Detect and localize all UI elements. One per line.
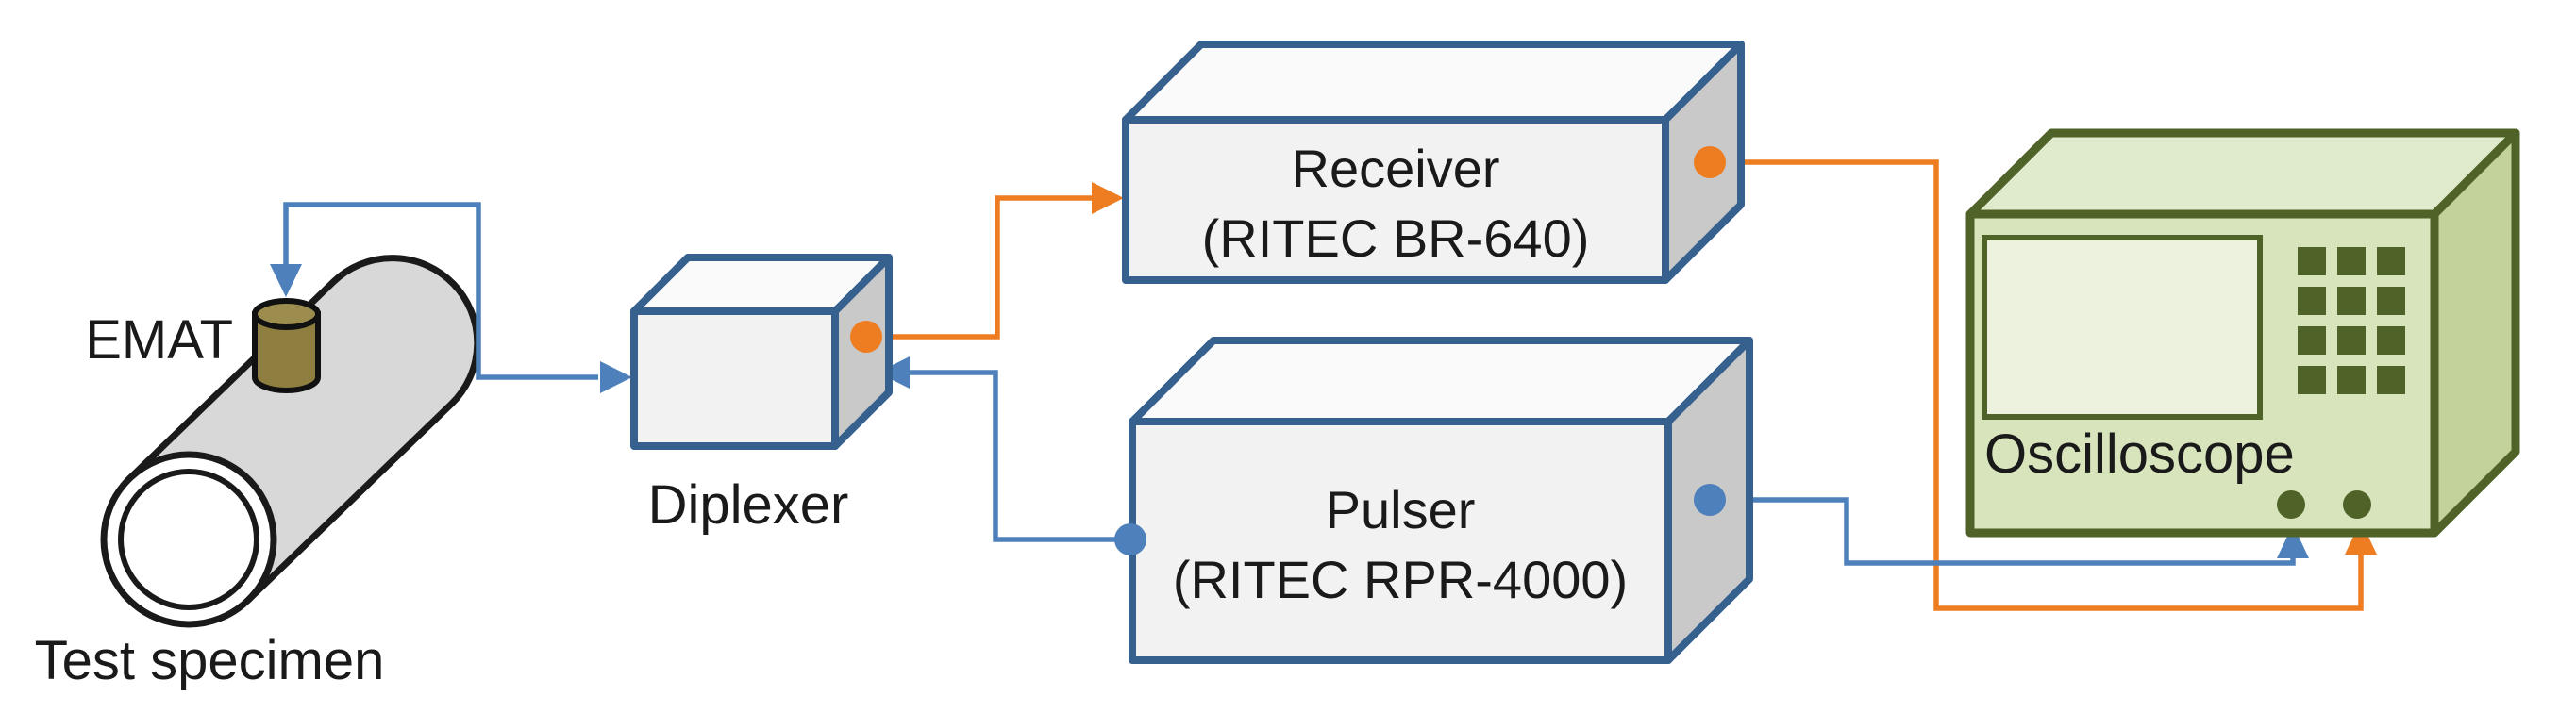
pulser-label-line1: Pulser [1326,480,1476,539]
wire-pulser-diplexer [878,356,1130,542]
receiver-orange-port [1694,146,1726,178]
diplexer-label: Diplexer [648,474,849,536]
receiver-top-face [1122,41,1745,124]
oscilloscope-box: Oscilloscope [1965,128,2520,538]
emat-label: EMAT [85,309,233,371]
diplexer-front-face [630,307,839,450]
wire-diplexer-receiver-path [866,195,1092,340]
receiver-label-line1: Receiver [1292,139,1500,198]
emat-cylinder-top [252,298,321,330]
arrowhead-into-diplexer-right [878,356,910,389]
oscilloscope-input-connector-2 [2343,490,2371,519]
pulser-label-line2: (RITEC RPR-4000) [1173,550,1628,609]
diplexer-box [630,254,893,450]
test-specimen-pipe [100,255,481,628]
pulser-right-port [1694,484,1726,516]
wire-emat-diplexer [270,202,632,393]
receiver-front-face [1122,116,1669,284]
arrowhead-into-oscilloscope-orange [2345,521,2377,555]
pulser-front-face [1129,418,1672,664]
arrowhead-into-oscilloscope-blue [2277,524,2309,558]
wire-receiver-oscilloscope-path [1710,159,2364,611]
oscilloscope-keypad [2298,247,2405,394]
pulser-left-port [1114,523,1146,555]
oscilloscope-input-connector-1 [2277,490,2305,519]
wire-pulser-oscilloscope-path [1710,497,2296,566]
receiver-box: Receiver (RITEC BR-640) [1122,41,1745,284]
emat-sensor [252,298,321,393]
wire-diplexer-receiver [866,182,1124,340]
test-specimen-label: Test specimen [35,630,385,691]
wire-receiver-oscilloscope [1710,159,2377,611]
arrowhead-into-emat [270,264,302,297]
oscilloscope-screen [1982,235,2263,420]
wire-pulser-oscilloscope [1710,497,2309,566]
wire-pulser-diplexer-path [910,370,1130,542]
oscilloscope-top-face [1965,128,2520,219]
oscilloscope-label: Oscilloscope [1984,423,2295,485]
diplexer-orange-port [850,321,882,353]
emat-cylinder-body [252,311,321,393]
pipe-opening-outer-ring [100,451,277,628]
arrowhead-into-diplexer-left [600,361,632,393]
pulser-box: Pulser (RITEC RPR-4000) [1114,337,1753,664]
wire-emat-diplexer-path [283,202,598,380]
pipe-opening-inner-ring [118,469,259,610]
pulser-top-face [1129,337,1753,425]
arrowhead-into-receiver [1092,182,1124,214]
receiver-label-line2: (RITEC BR-640) [1202,208,1590,268]
